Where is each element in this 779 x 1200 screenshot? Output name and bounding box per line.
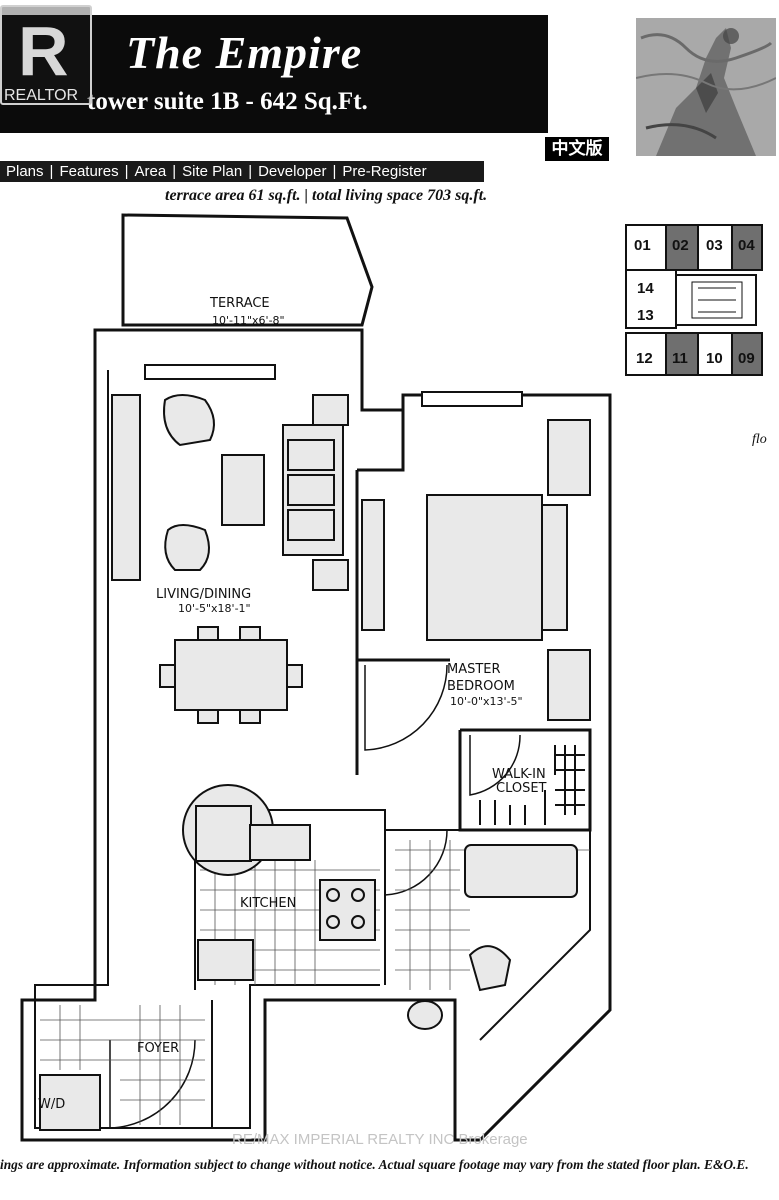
bathtub [464, 844, 578, 898]
nav-separator: | [332, 163, 337, 180]
unit-label: 03 [706, 237, 723, 254]
unit-04 [731, 224, 763, 271]
realtor-logo-text: REALTOR [4, 87, 79, 104]
living-dining-dims: 10'-5"x18'-1" [178, 602, 251, 615]
unit-03 [697, 224, 733, 271]
brokerage-watermark: RE/MAX IMPERIAL REALTY INC Brokerage [232, 1131, 528, 1148]
floor-plan-drawing: TERRACE 10'-11"x6'-8" LIVING/DINING 10'-… [20, 213, 612, 1142]
area-summary: terrace area 61 sq.ft. | total living sp… [165, 187, 488, 204]
wd-label: W/D [38, 1097, 65, 1112]
unit-label: 13 [637, 307, 654, 324]
unit-label: 04 [738, 237, 755, 254]
unit-label: 02 [672, 237, 689, 254]
nav-separator: | [172, 163, 177, 180]
nav-site-plan[interactable]: Site Plan [182, 163, 243, 180]
unit-10 [697, 332, 733, 376]
unit-label: 10 [706, 350, 723, 367]
unit-label: 14 [637, 280, 654, 297]
nav-features[interactable]: Features [59, 163, 119, 180]
terrace-label: TERRACE [209, 296, 270, 311]
chinese-version-link[interactable]: 中文版 [545, 137, 609, 161]
unit-12 [625, 332, 667, 376]
terrace-dims: 10'-11"x6'-8" [212, 314, 285, 327]
unit-label: 09 [738, 350, 755, 367]
unit-label: 12 [636, 350, 653, 367]
bathroom-sink [407, 1000, 443, 1030]
cabinet [111, 394, 141, 581]
unit-11 [665, 332, 699, 376]
master-bedroom-label: MASTER [447, 662, 501, 677]
master-bedroom-label-2: BEDROOM [447, 679, 515, 694]
terrace-outline [121, 213, 374, 327]
unit-label: 01 [634, 237, 651, 254]
nav-separator: | [124, 163, 129, 180]
unit-label: 11 [672, 350, 688, 367]
nav-pre-register[interactable]: Pre-Register [342, 163, 427, 180]
armchair [163, 394, 215, 447]
statue-of-liberty-image [636, 18, 776, 156]
unit-09 [731, 332, 763, 376]
realtor-r-icon: R [18, 12, 69, 90]
washer-dryer [39, 1074, 101, 1131]
nav-developer[interactable]: Developer [258, 163, 327, 180]
kitchen-label: KITCHEN [240, 896, 296, 911]
master-bedroom-dims: 10'-0"x13'-5" [450, 695, 523, 708]
walk-in-closet-label-2: CLOSET [496, 781, 547, 796]
side-label: flo [752, 432, 767, 447]
living-dining-label: LIVING/DINING [156, 587, 251, 602]
foyer-label: FOYER [137, 1041, 179, 1056]
suite-subtitle: tower suite 1B - 642 Sq.Ft. [87, 88, 368, 115]
dining-table [174, 639, 288, 711]
walk-in-closet-label: WALK-IN [492, 767, 546, 782]
disclaimer-text: ings are approximate. Information subjec… [0, 1157, 749, 1172]
nav-separator: | [248, 163, 253, 180]
bed [426, 494, 543, 641]
kitchen-sink [249, 824, 311, 861]
bedroom-door-swing [364, 664, 448, 751]
realtor-logo: R REALTOR [0, 5, 92, 105]
unit-02 [665, 224, 699, 271]
nav-area[interactable]: Area [134, 163, 167, 180]
page-title: The Empire [126, 27, 363, 78]
nav-bar: Plans | Features | Area | Site Plan | De… [0, 161, 484, 182]
floor-key-plan: 01 02 03 04 14 13 12 11 10 09 [625, 224, 763, 376]
toilet [468, 945, 512, 992]
nav-separator: | [49, 163, 54, 180]
nav-plans[interactable]: Plans [6, 163, 44, 180]
units-14-13 [625, 269, 677, 329]
unit-outer-wall [20, 328, 612, 1142]
stove [319, 879, 376, 941]
